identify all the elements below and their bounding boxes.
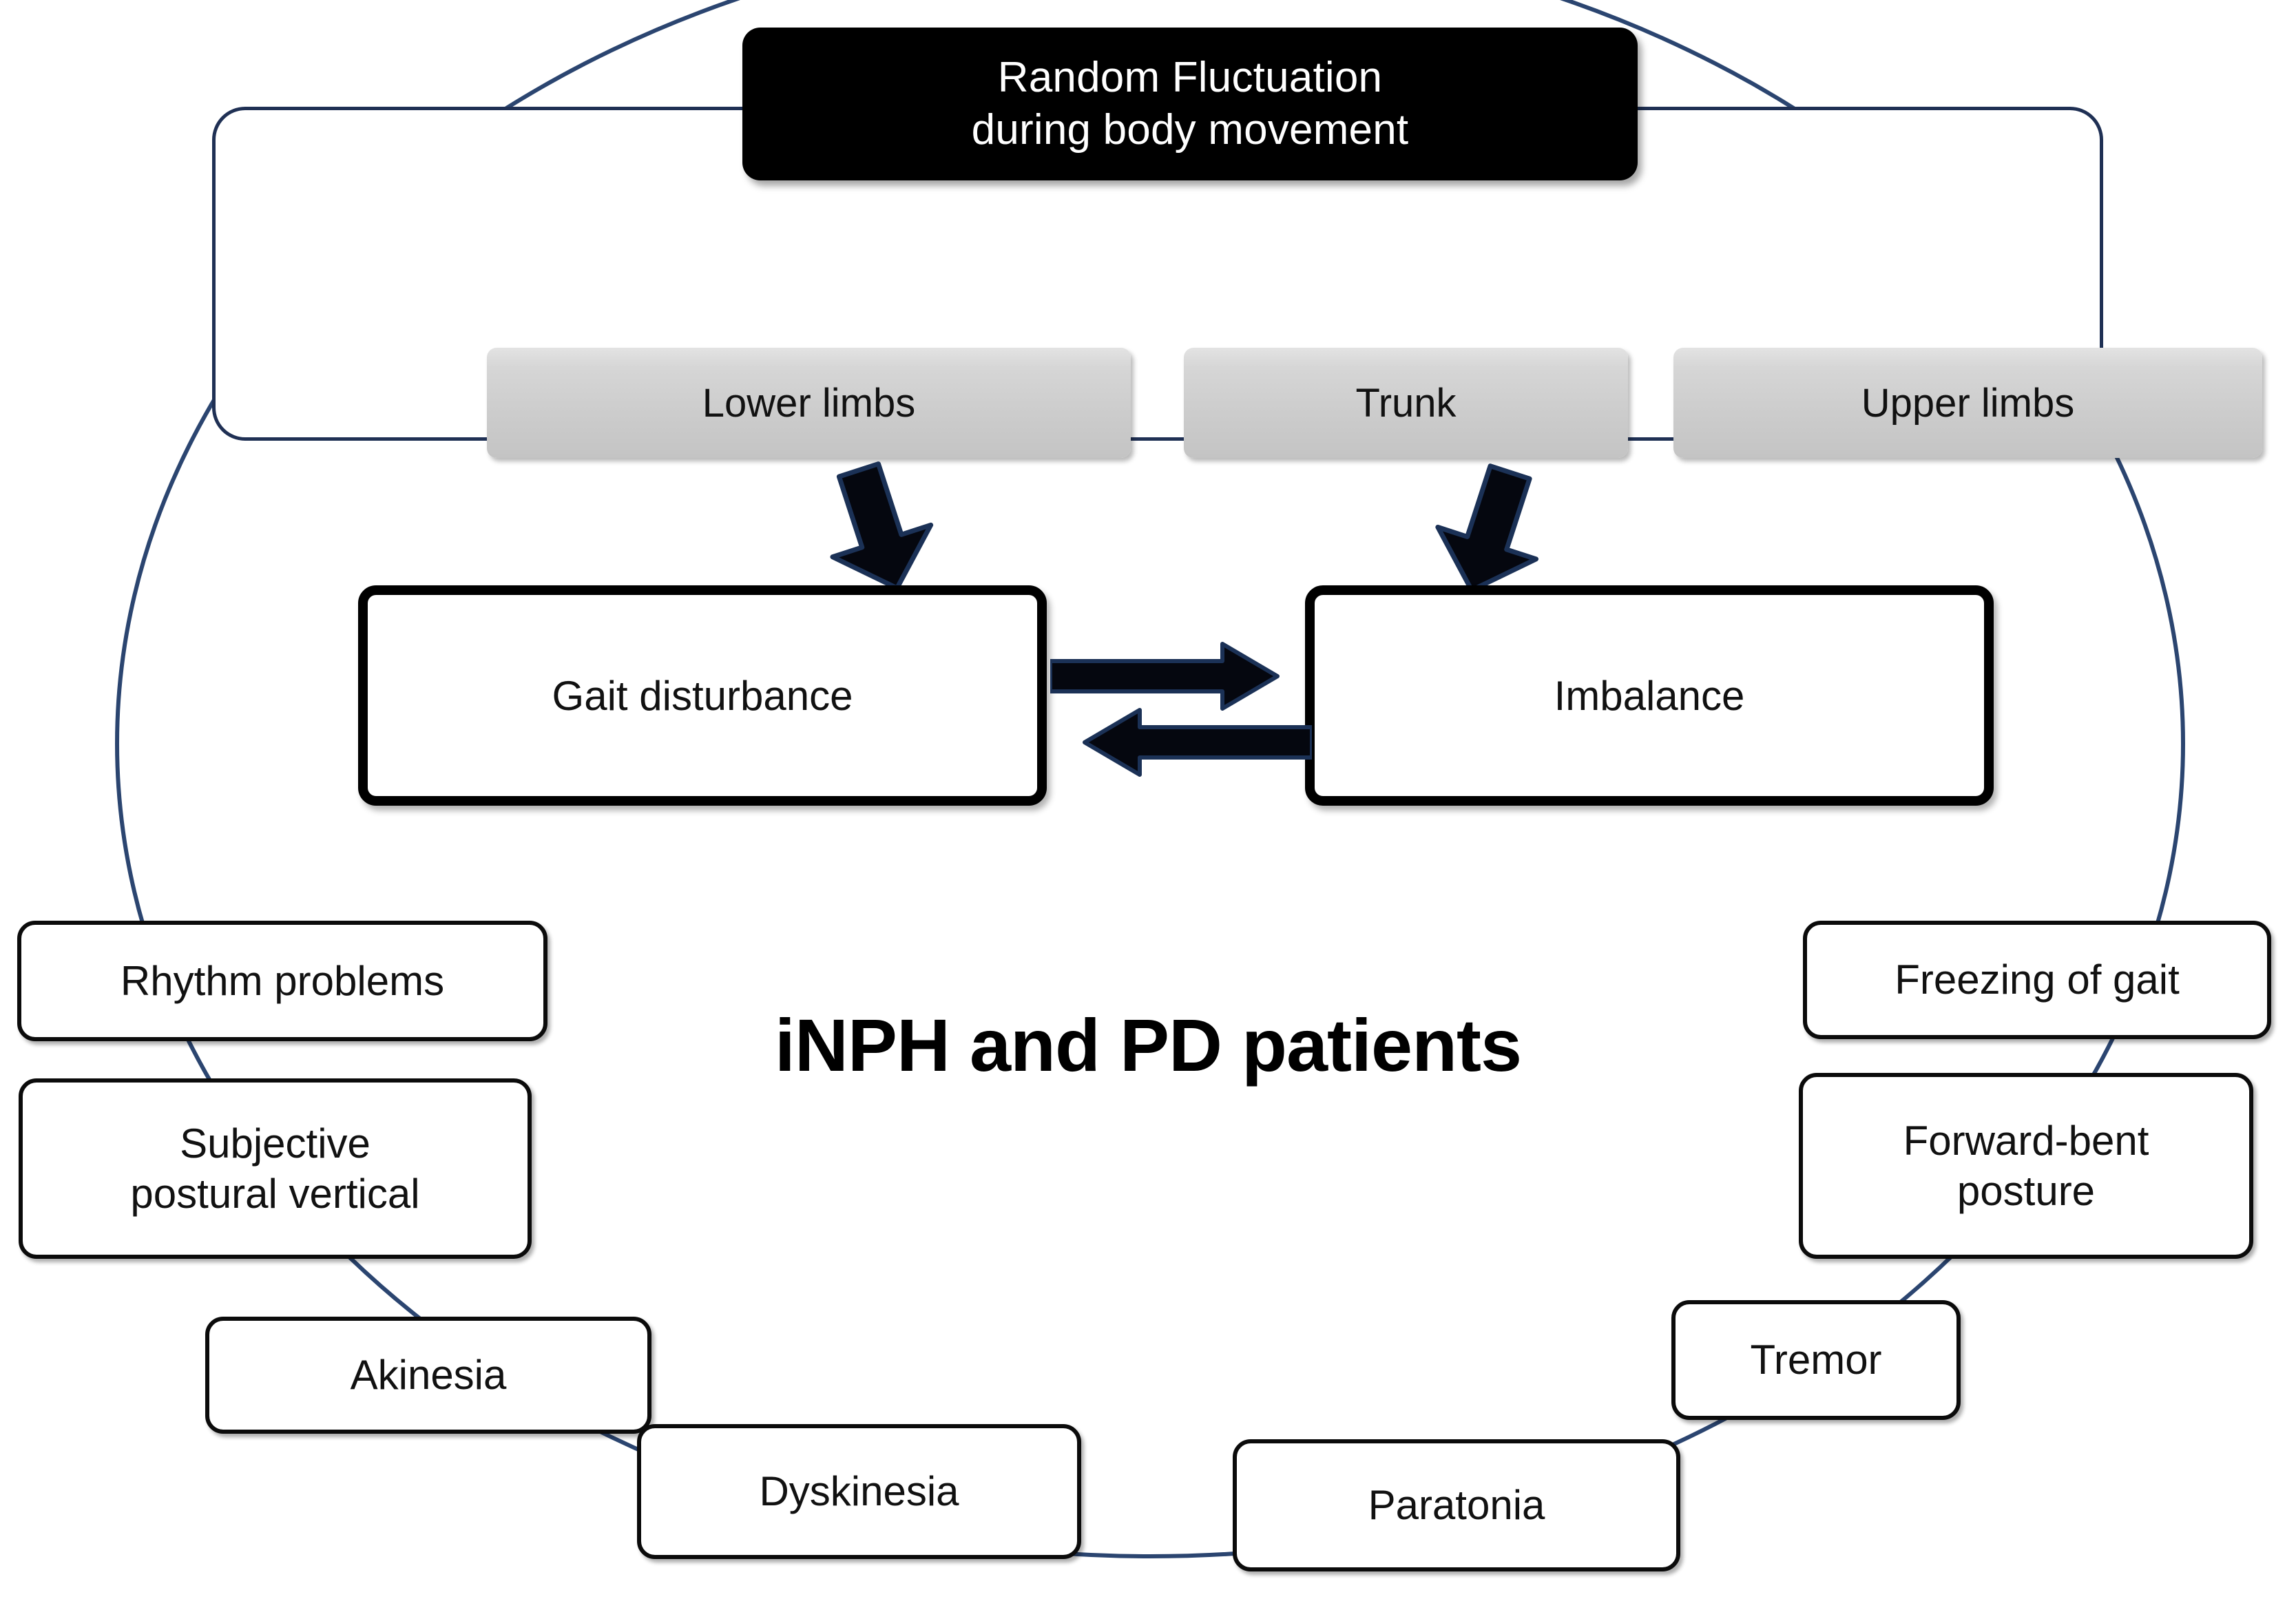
symptom-box-paratonia[interactable]: Paratonia (1233, 1439, 1680, 1571)
symptom-label-line-2: posture (1956, 1168, 2096, 1214)
random-fluctuation-header: Random Fluctuation during body movement (742, 28, 1638, 180)
down-arrow-left-icon (830, 461, 934, 591)
down-arrow-right-icon (1435, 463, 1539, 593)
region-label: Trunk (1355, 380, 1457, 426)
imbalance-box[interactable]: Imbalance (1305, 585, 1994, 806)
imbalance-label: Imbalance (1554, 672, 1745, 719)
gait-disturbance-box[interactable]: Gait disturbance (358, 585, 1047, 806)
region-box-lower-limbs[interactable]: Lower limbs (487, 348, 1131, 458)
region-box-trunk[interactable]: Trunk (1184, 348, 1628, 458)
symptom-box-forward-bent-posture[interactable]: Forward-bent posture (1799, 1073, 2253, 1259)
region-label: Lower limbs (702, 380, 916, 426)
symptom-box-dyskinesia[interactable]: Dyskinesia (637, 1424, 1081, 1559)
region-box-upper-limbs[interactable]: Upper limbs (1673, 348, 2262, 458)
symptom-label-line-2: postural vertical (130, 1171, 420, 1217)
symptom-label: Paratonia (1368, 1482, 1545, 1529)
bidirectional-arrows-icon (1050, 642, 1312, 777)
symptom-label: Dyskinesia (759, 1468, 959, 1515)
symptom-box-akinesia[interactable]: Akinesia (205, 1317, 651, 1434)
gait-disturbance-label: Gait disturbance (552, 672, 853, 719)
header-line-1: Random Fluctuation (997, 54, 1383, 102)
symptom-label: Tremor (1750, 1337, 1882, 1383)
symptom-label-line-1: Forward-bent (1903, 1117, 2149, 1164)
header-line-2: during body movement (971, 106, 1409, 154)
symptom-box-tremor[interactable]: Tremor (1671, 1300, 1961, 1420)
page-title: iNPH and PD patients (774, 1003, 1522, 1087)
symptom-box-rhythm-problems[interactable]: Rhythm problems (17, 921, 547, 1041)
symptom-label: Rhythm problems (120, 957, 445, 1004)
symptom-label: Freezing of gait (1895, 957, 2180, 1003)
symptom-label: Akinesia (350, 1352, 507, 1399)
symptom-box-freezing-of-gait[interactable]: Freezing of gait (1803, 921, 2271, 1039)
region-label: Upper limbs (1861, 380, 2075, 426)
symptom-box-subjective-postural-vertical[interactable]: Subjective postural vertical (19, 1078, 532, 1259)
symptom-label-line-1: Subjective (180, 1120, 371, 1167)
